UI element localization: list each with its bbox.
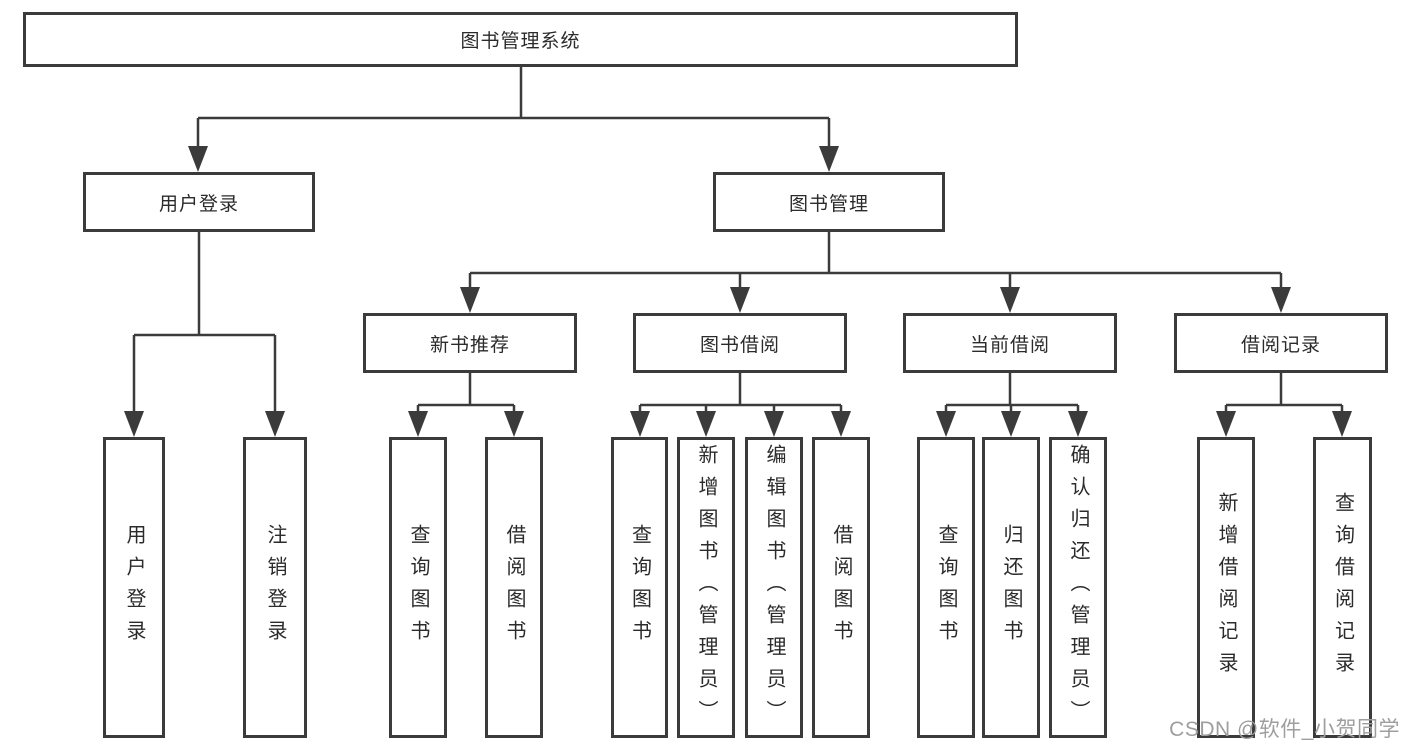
leaf-user-login: 用户登录: [103, 437, 165, 738]
node-label: 借阅图书: [503, 523, 525, 652]
leaf-query-borrow-record: 查询借阅记录: [1313, 437, 1372, 738]
node-label: 注销登录: [264, 523, 286, 652]
connector-book-borrow: [638, 373, 843, 415]
arrowhead: [1271, 287, 1291, 313]
connector-user-login: [132, 232, 277, 415]
arrowhead: [1216, 411, 1236, 437]
node-label: 新增借阅记录: [1215, 491, 1237, 684]
node-label: 查询借阅记录: [1331, 491, 1354, 684]
arrowhead: [460, 287, 480, 313]
leaf-borrow-books-recommend: 借阅图书: [485, 437, 543, 738]
node-borrow-records: 借阅记录: [1174, 313, 1388, 373]
node-label: 图书管理: [788, 193, 869, 215]
leaf-edit-books-admin: 编辑图书（管理员）: [745, 437, 803, 738]
node-label: 图书管理系统: [460, 31, 581, 52]
arrowhead: [265, 411, 285, 437]
arrowhead: [630, 411, 650, 437]
node-label: 当前借阅: [969, 334, 1050, 356]
node-label: 新书推荐: [429, 334, 510, 356]
arrowhead: [1000, 287, 1020, 313]
node-new-book-recommend: 新书推荐: [363, 313, 577, 373]
node-current-borrow: 当前借阅: [903, 313, 1117, 373]
node-label: 归还图书: [1000, 523, 1022, 652]
leaf-add-borrow-record: 新增借阅记录: [1197, 437, 1255, 738]
arrowhead: [1001, 411, 1021, 437]
leaf-confirm-return-admin: 确认归还（管理员）: [1049, 437, 1107, 738]
leaf-query-books-current: 查询图书: [917, 437, 975, 738]
connector-current-borrow: [944, 373, 1080, 415]
connector-borrow-records: [1224, 373, 1344, 415]
node-label: 借阅图书: [830, 523, 852, 652]
arrowhead: [504, 411, 524, 437]
csdn-watermark: CSDN @软件_小贺同学: [1169, 718, 1400, 741]
node-label: 新增图书（管理员）: [695, 443, 717, 732]
node-book-borrow: 图书借阅: [633, 313, 847, 373]
arrowhead: [936, 411, 956, 437]
node-label: 确认归还（管理员）: [1067, 443, 1089, 732]
leaf-query-books-recommend: 查询图书: [389, 437, 447, 738]
leaf-add-books-admin: 新增图书（管理员）: [677, 437, 735, 738]
node-label: 查询图书: [935, 523, 957, 652]
node-label: 用户登录: [158, 193, 239, 215]
arrowhead: [1332, 411, 1352, 437]
arrowhead: [730, 287, 750, 313]
arrowhead: [696, 411, 716, 437]
connector-new-book-recommend: [416, 373, 516, 415]
leaf-query-books-borrow: 查询图书: [611, 437, 668, 738]
node-label: 借阅记录: [1240, 334, 1321, 356]
node-label: 用户登录: [123, 523, 145, 652]
arrowhead: [831, 411, 851, 437]
node-label: 查询图书: [628, 523, 651, 652]
leaf-return-books: 归还图书: [982, 437, 1040, 738]
connector-book-management: [468, 232, 1283, 291]
node-library-system: 图书管理系统: [23, 12, 1018, 67]
arrowhead: [764, 411, 784, 437]
node-label: 查询图书: [407, 523, 429, 652]
arrowhead: [124, 411, 144, 437]
node-label: 编辑图书（管理员）: [763, 443, 785, 732]
node-user-login: 用户登录: [83, 172, 315, 232]
arrowhead: [819, 146, 839, 172]
arrowhead: [188, 146, 208, 172]
leaf-logout: 注销登录: [243, 437, 307, 738]
leaf-borrow-books: 借阅图书: [812, 437, 870, 738]
node-label: 图书借阅: [699, 334, 780, 356]
connector-root: [196, 67, 831, 150]
arrowhead: [408, 411, 428, 437]
node-book-management: 图书管理: [713, 172, 945, 232]
arrowhead: [1068, 411, 1088, 437]
